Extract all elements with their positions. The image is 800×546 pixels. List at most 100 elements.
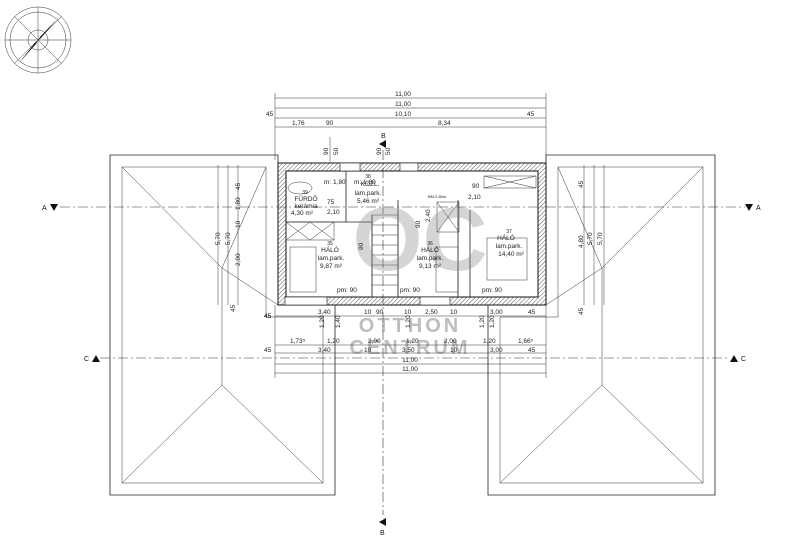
- room-number: 38: [365, 174, 371, 180]
- dimension: 5,70: [597, 232, 604, 245]
- building-walls: [277, 162, 547, 306]
- dimension: 4,80: [578, 235, 585, 248]
- room-name: HÁLÓ: [321, 245, 339, 254]
- dimension: 90: [323, 147, 330, 155]
- room-area: 9,13 m²: [419, 263, 442, 270]
- room-area: 4,30 m²: [291, 210, 314, 217]
- dimension: 2,00: [368, 338, 381, 345]
- top-dimensions: 11,00 11,00 45 10,10 45 1,76 90 8,34 90 …: [266, 91, 547, 163]
- dimension: 3,00: [490, 309, 503, 316]
- dimension: 1,20: [479, 315, 486, 328]
- section-arrow-icon: [745, 204, 753, 211]
- room-37: 37 HÁLÓ lam.park. 14,40 m²: [496, 229, 525, 258]
- note: BM:2,80m: [428, 194, 447, 199]
- watermark: OC OTTHON CENTRUM: [350, 190, 488, 359]
- room-36: 36 HÁLÓ lam.park. 9,13 m²: [417, 241, 444, 270]
- dimension: 11,00: [402, 366, 418, 373]
- dimension: 3,40: [318, 347, 331, 354]
- note: 90: [415, 220, 422, 228]
- dimension: 2,90: [235, 253, 242, 266]
- section-arrow-icon: [730, 355, 738, 362]
- section-label-a-right: A: [756, 205, 761, 212]
- dimension: 50: [333, 147, 340, 155]
- dimension: 1,80: [235, 197, 242, 210]
- dimension: 50: [385, 147, 392, 155]
- dimension: 8,34: [438, 120, 451, 127]
- section-arrow-icon: [92, 355, 100, 362]
- room-notes: m: 1,80 m: 1,80 75 2,10 90 2,10 BM:2,80m…: [324, 179, 502, 294]
- left-dimensions: 45 1,80 10 2,90 5,70 5,70 45 45: [215, 165, 272, 320]
- dimension: 11,00: [395, 101, 411, 108]
- room-name: HÁLÓ: [421, 245, 439, 254]
- room-area: 9,87 m²: [320, 263, 343, 270]
- room-number: 39: [302, 190, 308, 196]
- bottom-dimensions: 45 3,40 10 90 10 2,50 10 3,00 45 1,20 1,…: [264, 305, 547, 378]
- dimension: 1,40: [335, 315, 342, 328]
- dimension: 1,66⁵: [518, 338, 534, 345]
- note: pm: 90: [337, 287, 357, 294]
- watermark-line2: CENTRUM: [350, 337, 471, 359]
- dimension: 1,20: [327, 338, 340, 345]
- dimension: 45: [264, 347, 272, 354]
- roof-right: [487, 154, 716, 496]
- room-area: 14,40 m²: [498, 251, 524, 258]
- note: 90: [358, 242, 365, 250]
- room-39: 39 FÜRDŐ kerámia 4,30 m²: [291, 190, 318, 217]
- room-finish: lam.park.: [355, 190, 382, 197]
- dimension: 2,50: [425, 309, 438, 316]
- dimension: 45: [230, 304, 237, 312]
- dimension: 45: [578, 307, 585, 315]
- dimension: 3,00: [490, 347, 503, 354]
- dimension: 1,20: [483, 338, 496, 345]
- room-finish: kerámia: [294, 203, 318, 210]
- dimension: 45: [528, 347, 536, 354]
- section-label-a-left: A: [42, 205, 47, 212]
- dimension: 10,10: [395, 111, 412, 118]
- section-arrow-icon: [379, 518, 386, 526]
- room-35: 35 HÁLÓ lam.park. 9,87 m²: [318, 241, 345, 270]
- room-38: 38 KÖZL. lam.park. 5,46 m²: [355, 174, 382, 205]
- dimension: 11,00: [395, 91, 411, 98]
- note: 2,40: [425, 209, 432, 222]
- dimension: 45: [266, 111, 274, 118]
- note: 2,10: [327, 209, 340, 216]
- room-name: HÁLÓ: [497, 233, 515, 242]
- dimension: 1,20: [405, 315, 412, 328]
- section-label-b-top: B: [381, 133, 386, 140]
- dimension: 90: [376, 147, 383, 155]
- room-finish: lam.park.: [417, 255, 444, 262]
- note: pm: 90: [482, 287, 502, 294]
- dimension: 1,20: [406, 338, 419, 345]
- dimension: 1,76: [292, 120, 305, 127]
- dimension: 10: [364, 309, 372, 316]
- room-finish: lam.park.: [496, 243, 523, 250]
- room-area: 5,46 m²: [357, 198, 380, 205]
- dimension: 10: [404, 309, 412, 316]
- room-number: 35: [327, 241, 333, 247]
- dimension: 2,00: [444, 338, 457, 345]
- section-label-c-right: C: [741, 356, 746, 363]
- watermark-line1: OTTHON: [359, 315, 461, 337]
- dimension: 10: [235, 220, 242, 228]
- dimension: 11,00: [402, 357, 418, 364]
- dimension: 1,20: [489, 315, 496, 328]
- watermark-logo: OC: [353, 190, 488, 290]
- dimension: 5,70: [225, 232, 232, 245]
- dimension: 1,73⁵: [290, 338, 306, 345]
- note: pm: 90: [400, 287, 420, 294]
- room-name: FÜRDŐ: [294, 194, 317, 203]
- section-arrow-icon: [50, 204, 58, 211]
- note: m: 1,80: [354, 179, 376, 186]
- dimension: 3,40: [318, 309, 331, 316]
- dimension: 90: [326, 120, 334, 127]
- dimension: 10: [450, 347, 458, 354]
- note: m: 1,80: [324, 179, 346, 186]
- dimension: 45: [528, 309, 536, 316]
- dimension: 10: [450, 309, 458, 316]
- note: 90: [472, 183, 480, 190]
- dimension: 45: [578, 180, 585, 188]
- right-dimensions: 45 4,80 5,70 5,70 45: [578, 165, 605, 315]
- room-name: KÖZL.: [361, 180, 380, 188]
- section-label-c-left: C: [84, 356, 89, 363]
